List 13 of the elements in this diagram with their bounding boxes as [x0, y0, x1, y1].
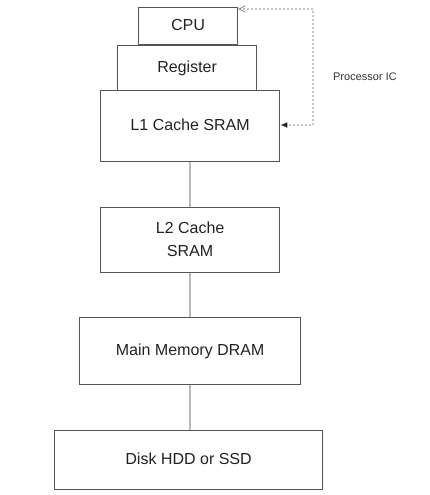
box-label: Main Memory DRAM	[116, 341, 264, 362]
memory-level-box	[54, 430, 323, 490]
box-label: Disk HDD or SSD	[125, 450, 252, 470]
memory-level-box	[138, 7, 238, 45]
memory-level-box	[79, 317, 301, 385]
memory-level-box	[100, 90, 280, 162]
box-label: L1 Cache SRAM	[130, 116, 250, 136]
box-label: Register	[157, 58, 217, 78]
box-label: L2 Cache SRAM	[154, 218, 226, 262]
memory-level-box	[117, 45, 257, 91]
memory-level-box	[100, 207, 280, 273]
box-label: CPU	[171, 16, 205, 36]
edge-label: Processor IC	[333, 71, 397, 83]
